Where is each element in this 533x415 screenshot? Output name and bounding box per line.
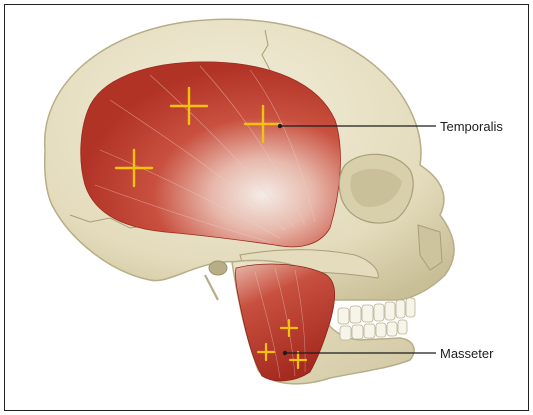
styloid-process [205,275,218,300]
ear-canal [209,261,227,275]
temporalis-muscle [81,62,341,247]
masseter-leader-dot [283,351,287,355]
temporalis-label: Temporalis [440,119,503,134]
lower-teeth [340,320,407,340]
temporalis-leader-dot [278,124,282,128]
masseter-label: Masseter [440,346,494,361]
